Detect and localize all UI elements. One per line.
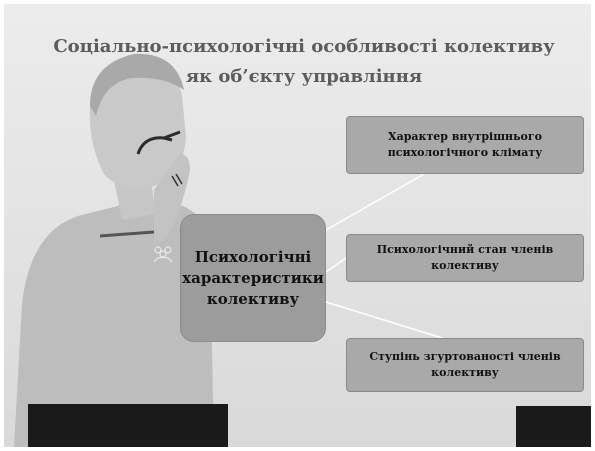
branch-node-climate: Характер внутрішнього психологічного клі… [346, 116, 584, 174]
diagram-slide: Соціально-психологічні особливості колек… [4, 4, 591, 447]
branch-node-cohesion: Ступінь згуртованості членів колективу [346, 338, 584, 392]
branch-node-label: Ступінь згуртованості членів колективу [357, 349, 573, 381]
connector-line-3 [326, 302, 442, 338]
group-people-icon [150, 244, 176, 264]
desk-shape-right [516, 406, 591, 447]
connector-line-2 [326, 258, 346, 272]
desk-shape-left [28, 404, 228, 447]
slide-title: Соціально-психологічні особливості колек… [44, 32, 564, 92]
center-node: Психологічні характеристики колективу [180, 214, 326, 342]
connector-line-1 [326, 174, 424, 230]
branch-node-state: Психологічний стан членів колективу [346, 234, 584, 282]
branch-node-label: Психологічний стан членів колективу [357, 242, 573, 274]
center-node-label: Психологічні характеристики колективу [182, 247, 324, 310]
branch-node-label: Характер внутрішнього психологічного клі… [357, 129, 573, 161]
